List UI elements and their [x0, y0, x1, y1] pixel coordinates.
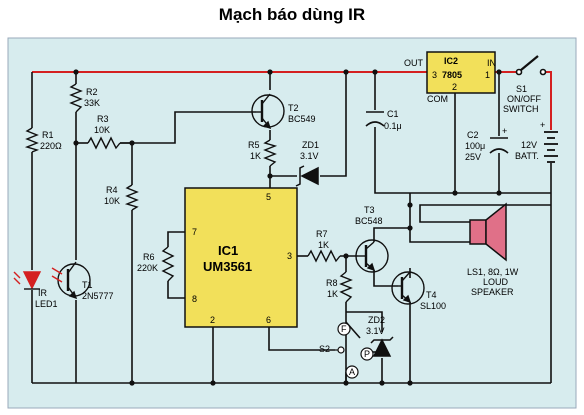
svg-text:+: +: [502, 126, 507, 136]
ic1-part: UM3561: [203, 259, 252, 274]
resistors: [24, 83, 353, 303]
svg-text:2N5777: 2N5777: [82, 291, 114, 301]
svg-text:100μ: 100μ: [465, 141, 485, 151]
switch-s1: [515, 55, 547, 76]
svg-text:C1: C1: [387, 109, 399, 119]
transistor-t2: [251, 93, 285, 130]
svg-text:R5: R5: [248, 140, 260, 150]
svg-text:SWITCH: SWITCH: [503, 104, 539, 114]
svg-text:T1: T1: [82, 280, 93, 290]
capacitor-c2: +: [489, 126, 509, 154]
svg-text:T3: T3: [364, 205, 375, 215]
resistor-r7: [307, 249, 341, 263]
svg-text:8: 8: [192, 294, 197, 304]
svg-text:33K: 33K: [84, 98, 100, 108]
svg-text:S2: S2: [319, 344, 330, 354]
svg-text:10K: 10K: [94, 125, 110, 135]
svg-text:BC548: BC548: [355, 216, 383, 226]
svg-text:5: 5: [266, 192, 271, 202]
svg-text:R8: R8: [326, 278, 338, 288]
transistor-t3: [355, 239, 389, 273]
svg-text:R6: R6: [143, 252, 155, 262]
svg-text:2: 2: [210, 315, 215, 325]
svg-text:220K: 220K: [137, 263, 158, 273]
svg-text:10K: 10K: [104, 196, 120, 206]
resistor-r1: [24, 127, 40, 153]
svg-text:3: 3: [287, 251, 292, 261]
svg-text:ZD2: ZD2: [368, 315, 385, 325]
svg-text:R1: R1: [42, 130, 54, 140]
svg-text:1K: 1K: [250, 151, 261, 161]
zener-zd2: [370, 336, 394, 357]
junction-dots: [73, 69, 502, 386]
svg-text:BC549: BC549: [288, 114, 316, 124]
speaker-ls1: [469, 202, 507, 262]
resistor-r6: [161, 246, 175, 282]
capacitor-c1: [365, 111, 385, 127]
resistor-r3: [87, 136, 121, 150]
svg-text:0.1μ: 0.1μ: [384, 121, 402, 131]
svg-text:IR: IR: [38, 288, 48, 298]
svg-text:LS1, 8Ω, 1W: LS1, 8Ω, 1W: [467, 267, 519, 277]
svg-text:SL100: SL100: [420, 301, 446, 311]
svg-text:T4: T4: [426, 290, 437, 300]
svg-text:7: 7: [192, 227, 197, 237]
svg-text:+: +: [540, 120, 545, 130]
ic1-chip: [184, 187, 298, 328]
svg-text:BATT.: BATT.: [515, 151, 539, 161]
svg-text:1: 1: [485, 70, 490, 80]
svg-text:A: A: [349, 367, 355, 377]
transistor-t1: [51, 261, 91, 300]
svg-text:2: 2: [452, 82, 457, 92]
svg-text:12V: 12V: [521, 140, 537, 150]
svg-text:IN: IN: [487, 58, 496, 68]
svg-text:C2: C2: [467, 130, 479, 140]
svg-text:25V: 25V: [465, 152, 481, 162]
svg-text:T2: T2: [288, 103, 299, 113]
resistor-r8: [339, 271, 353, 303]
svg-text:R3: R3: [97, 114, 109, 124]
svg-text:R4: R4: [106, 185, 118, 195]
svg-text:ZD1: ZD1: [302, 140, 319, 150]
battery: [544, 131, 558, 163]
svg-text:R7: R7: [316, 229, 328, 239]
resistor-r5: [263, 139, 278, 167]
labels: IC1 UM3561 7 8 5 3 2 6 IC2 7805 3 1 2 OU…: [35, 56, 541, 377]
transistor-t4: [391, 271, 425, 305]
page-title: Mạch báo dùng IR: [218, 5, 366, 24]
svg-text:1K: 1K: [318, 240, 329, 250]
svg-text:3.1V: 3.1V: [300, 151, 319, 161]
svg-text:LED1: LED1: [35, 299, 58, 309]
zener-zd1: [295, 165, 319, 187]
svg-text:SPEAKER: SPEAKER: [471, 287, 514, 297]
ic2-name: IC2: [444, 56, 458, 66]
svg-text:3: 3: [432, 70, 437, 80]
ic2-part: 7805: [442, 70, 462, 80]
svg-text:1K: 1K: [327, 289, 338, 299]
svg-text:220Ω: 220Ω: [40, 141, 62, 151]
svg-text:P: P: [364, 349, 370, 359]
resistor-r4: [124, 184, 139, 211]
ir-led: [13, 271, 42, 290]
ic1-name: IC1: [218, 243, 238, 258]
svg-text:F: F: [341, 324, 347, 334]
svg-text:OUT: OUT: [404, 58, 424, 68]
svg-text:ON/OFF: ON/OFF: [507, 94, 541, 104]
svg-text:6: 6: [266, 315, 271, 325]
selector-switch-s2: [335, 322, 374, 379]
svg-text:LOUD: LOUD: [483, 277, 509, 287]
svg-text:3.1V: 3.1V: [366, 326, 385, 336]
resistor-r2: [69, 83, 83, 113]
ic2-regulator: [426, 51, 496, 94]
svg-text:R2: R2: [86, 87, 98, 97]
svg-text:COM: COM: [427, 94, 448, 104]
svg-text:S1: S1: [516, 84, 527, 94]
